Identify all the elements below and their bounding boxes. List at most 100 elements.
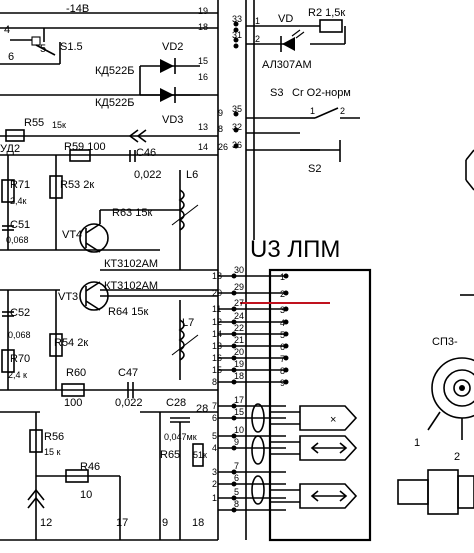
c52-label: C52 — [10, 307, 30, 319]
lower-left-num-7: 15 — [212, 365, 222, 375]
upper-pin-9: 9 — [218, 108, 223, 118]
module-pin-1: 1 — [280, 272, 285, 282]
lower-left-num-1: 20 — [212, 288, 222, 298]
upper-pin-8: 8 — [218, 124, 223, 134]
lower-left-num-10: 6 — [212, 413, 217, 423]
lower-left-num-4: 14 — [212, 329, 222, 339]
left-column-lower — [0, 290, 218, 391]
lower-left-wiring — [0, 411, 218, 541]
lower-left-num-2: 11 — [212, 304, 221, 314]
upper-right-num-4: 35 — [232, 104, 242, 114]
module-pin-6: 6 — [280, 342, 285, 352]
r60-value: 100 — [64, 397, 82, 409]
r71-value: 2,4к — [10, 196, 27, 206]
bottom-num-18: 18 — [192, 517, 204, 529]
module-pin-5: 5 — [280, 330, 285, 340]
lower-right-num-9: 17 — [234, 395, 244, 405]
switch-s1 — [10, 36, 56, 56]
s1-pin6: 6 — [8, 51, 14, 63]
vt3-type: КТ3102АМ — [104, 280, 158, 292]
vd-label: VD — [278, 13, 293, 25]
r56-label: R56 — [44, 431, 64, 443]
c28-node: 28 — [196, 403, 208, 415]
shield-ovals — [251, 403, 265, 505]
lower-left-num-13: 3 — [212, 467, 217, 477]
c46-capacitor — [129, 150, 136, 162]
upper-connector — [233, 21, 239, 149]
c51-label: C51 — [10, 219, 30, 231]
s1-pin5: 5 — [40, 43, 46, 55]
module-pin-9: 9 — [280, 378, 285, 388]
bottom-num-12: 12 — [40, 517, 52, 529]
supply-label: -14В — [66, 3, 89, 15]
lower-left-num-12: 4 — [212, 443, 217, 453]
record-head-upper — [270, 435, 358, 461]
lower-right-num-5: 21 — [234, 335, 244, 345]
s2-label: S2 — [308, 163, 321, 175]
r46-value: 10 — [80, 489, 92, 501]
left-column-upper — [0, 155, 160, 251]
lower-connector — [218, 273, 289, 513]
s1-label: S1.5 — [60, 41, 83, 53]
record-head-lower — [270, 483, 358, 509]
vt3-label: VT3 — [58, 291, 78, 303]
s3-pin1: 1 — [310, 106, 315, 116]
top-wiring — [0, 12, 346, 156]
upper-left-num-2: 13 — [198, 122, 208, 132]
lower-right-num-8: 18 — [234, 371, 244, 381]
module-pin-8: 8 — [280, 366, 285, 376]
r56-value: 15 к — [44, 447, 61, 457]
lower-right-num-11: 10 — [234, 425, 244, 435]
r65-value: 51к — [193, 450, 207, 460]
r53-label: R53 2к — [60, 179, 94, 191]
module-pin-4: 4 — [280, 318, 285, 328]
bottom-num-17: 17 — [116, 517, 128, 529]
c47-label: C47 — [118, 367, 138, 379]
s3-pin2: 2 — [340, 106, 345, 116]
r59-resistor — [69, 149, 91, 162]
vd3-diode — [140, 87, 200, 103]
l7-label: L7 — [182, 317, 194, 329]
sp3-pin2: 2 — [454, 451, 460, 463]
erase-head — [270, 405, 358, 431]
bottom-num-9: 9 — [162, 517, 168, 529]
r55-resistor — [5, 129, 147, 143]
erase-head-mark: × — [330, 414, 336, 426]
lower-left-num-0: 18 — [212, 271, 222, 281]
lower-left-num-9: 7 — [212, 401, 217, 411]
vt4-transistor — [79, 209, 180, 253]
lower-right-num-6: 20 — [234, 347, 244, 357]
vd3-label: VD3 — [162, 114, 183, 126]
r71-label: R71 — [10, 179, 30, 191]
c28-capacitor — [140, 411, 218, 540]
lower-right-num-2: 27 — [234, 298, 244, 308]
r60-resistor — [61, 383, 85, 397]
lower-left-num-8: 8 — [212, 377, 217, 387]
lower-left-num-14: 2 — [212, 479, 217, 489]
lower-right-num-13: 7 — [234, 461, 239, 471]
switch-s3 — [300, 107, 360, 119]
r54-label: R54 2к — [54, 337, 88, 349]
lower-left-num-5: 13 — [212, 341, 222, 351]
c47-capacitor — [127, 382, 134, 398]
lower-right-num-4: 22 — [234, 323, 244, 333]
r59-label: R59 100 — [64, 141, 106, 153]
upper-left-num-4: 15 — [198, 56, 208, 66]
lower-right-num-14: 6 — [234, 473, 239, 483]
module-box — [268, 268, 372, 542]
c46-value: 0,022 — [134, 169, 162, 181]
module-title: U3 ЛПМ — [250, 236, 340, 263]
lower-right-num-3: 24 — [234, 311, 244, 321]
vd2-type: КД522Б — [95, 65, 134, 77]
s3-label: S3 — [270, 87, 283, 99]
upper-left-num-3: 14 — [198, 142, 208, 152]
r55-value: 15к — [52, 120, 66, 130]
r70-label: R70 — [10, 353, 30, 365]
c28-value: 0,047мк — [164, 432, 197, 442]
r63-label: R63 15к — [112, 207, 152, 219]
upper-pin-1: 1 — [255, 16, 260, 26]
vd2-diode — [139, 58, 200, 95]
r2-label: R2 1,5к — [308, 7, 345, 19]
vt4-type: КТ3102АМ — [104, 258, 158, 270]
